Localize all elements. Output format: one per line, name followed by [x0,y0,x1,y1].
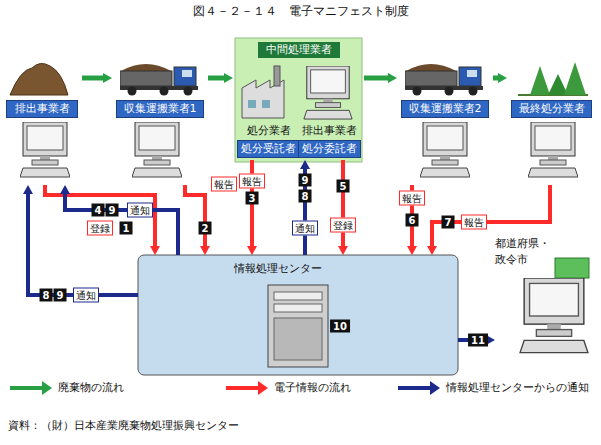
connector-line [208,76,226,81]
connector [185,185,210,255]
actor-box: 処分業者処分受託者 [235,122,302,160]
edge-label: 通知 [292,221,318,236]
actor-box: 排出事業者 [6,100,78,185]
connector-line [45,185,155,248]
connector [338,160,348,255]
edge-label: 通知 [73,288,99,303]
callout-number: 8 [40,289,53,302]
actor-box: 最終処分業者 [511,100,592,185]
arrow-head [407,246,417,255]
connector-line [364,76,390,81]
node-label: 情報処理センター [234,261,322,277]
arrow-head [427,246,437,255]
callout-number: 9 [299,174,312,187]
callout-number: 10 [330,320,350,333]
arrow-head [224,73,233,83]
connector [208,73,233,83]
node-label: 都道府県・政令市 [495,236,553,268]
company-panel: 中間処理業者処分業者処分受託者排出事業者処分委託者 [235,38,362,162]
arrow-head [498,73,507,83]
actor-box: 収集運搬業者1 [116,100,204,185]
legend-swatch [226,386,258,390]
callout-number: 6 [406,214,419,227]
arrow-head [103,73,112,83]
connector-line [82,76,105,81]
arrow-head [23,185,33,194]
legend-arrowhead [42,381,52,395]
legend-arrowhead [258,381,268,395]
node-label: 中間処理業者 [258,42,340,58]
actor-box: 都道府県・政令市 [495,236,595,356]
arrow-head [150,246,160,255]
node-label: 処分業者 [235,123,302,139]
connector-line [185,185,205,248]
callout-number: 7 [442,216,455,229]
connector [60,185,178,255]
callout-number: 9 [54,289,67,302]
connector-line [341,160,345,248]
callout-number: 5 [337,180,350,193]
node-label: 収集運搬業者2 [401,100,489,118]
edge-label: 通知 [127,203,153,218]
arrow-head [200,246,210,255]
center-box: 情報処理センター [138,255,458,375]
legend-swatch [10,386,42,390]
connector [364,73,397,83]
edge-label: 報告 [211,177,237,192]
node-label: 処分受託者 [237,140,300,158]
callout-number: 4 [92,204,105,217]
edge-label: 報告 [399,191,425,206]
callout-number: 9 [106,204,119,217]
arrow-head [300,160,310,169]
actor-box: 収集運搬業者2 [401,100,489,185]
edge-label: 報告 [239,174,265,189]
connector [23,185,138,295]
callout-number: 8 [299,190,312,203]
callout-number: 1 [120,222,133,235]
diagram-title: 図４－２－１４ 電子マニフェスト制度 [0,3,601,20]
arrow-head [247,246,257,255]
node-label: 排出事業者 [296,123,363,139]
connector [493,73,507,83]
node-label: 処分委託者 [298,140,361,158]
arrow-head [60,185,70,194]
connector-line [28,192,138,295]
edge-label: 登録 [87,221,113,236]
edge-label: 登録 [330,218,356,233]
legend-swatch [398,386,430,390]
connector [45,185,160,255]
node-label: 最終処分業者 [511,100,592,118]
connector [82,73,112,83]
arrow-head [338,246,348,255]
legend-arrowhead [430,381,440,395]
callout-number: 11 [468,334,488,347]
edge-label: 報告 [461,215,487,230]
arrow-head [388,73,397,83]
legend-text: 電子情報の流れ [274,380,351,396]
caption: 資料：（財）日本産業廃棄物処理振興センター [8,418,239,434]
legend-text: 情報処理センターからの通知 [446,380,589,396]
connector-line [65,192,178,255]
node-label: 排出事業者 [6,100,78,118]
actor-box: 排出事業者処分委託者 [296,122,363,160]
node-label: 収集運搬業者1 [116,100,204,118]
legend-text: 廃棄物の流れ [58,380,124,396]
callout-number: 2 [199,222,212,235]
callout-number: 3 [246,192,259,205]
